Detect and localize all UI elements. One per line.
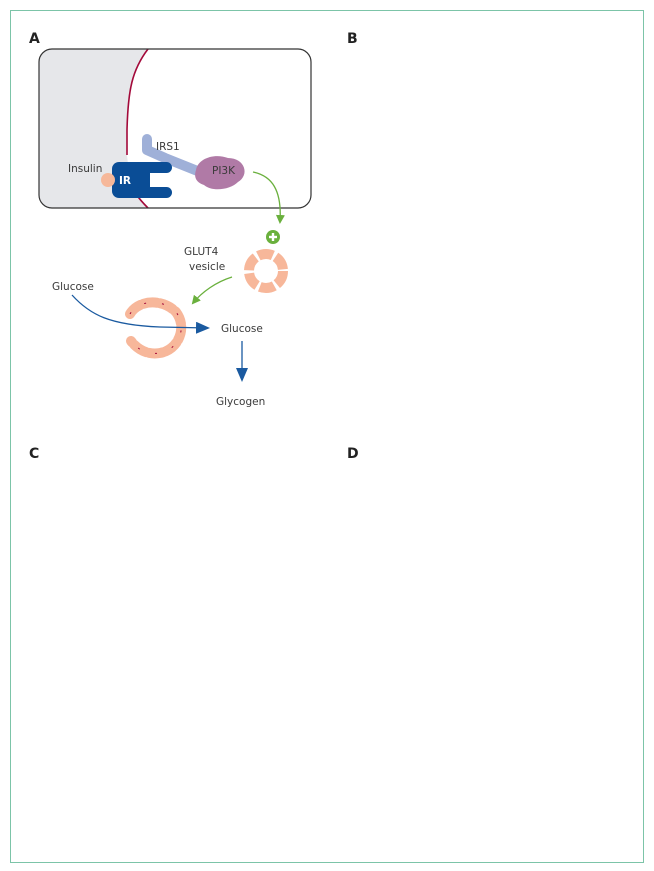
insulin-label: Insulin	[68, 163, 102, 175]
glut4-fused	[125, 297, 187, 359]
irs1-label: IRS1	[156, 141, 180, 153]
cell-membrane	[126, 48, 149, 155]
ir-label: IR	[119, 175, 131, 187]
panel-letter: A	[29, 31, 40, 47]
panel-b: B	[347, 31, 358, 47]
translocation-arrow	[191, 276, 233, 305]
pi3k-label: PI3K	[212, 165, 236, 177]
glucose-outside-label: Glucose	[52, 281, 94, 293]
panel-d: D	[347, 446, 359, 462]
outer-frame	[10, 10, 644, 863]
pi3k-protein	[195, 156, 245, 190]
glucose-transport-arrow	[71, 294, 210, 334]
panel-c: C	[29, 446, 39, 462]
irs1-protein	[142, 134, 220, 183]
activation-arrow	[252, 171, 285, 224]
plus-icon	[266, 230, 280, 244]
glucose-inside-label: Glucose	[221, 323, 263, 335]
glycogen-label: Glycogen	[216, 396, 265, 408]
panel-a: A IRS1 PI3K IR Insulin	[29, 31, 312, 408]
glut4-label-line1: GLUT4	[184, 246, 219, 258]
panel-letter: C	[29, 446, 39, 462]
glut4-vesicle	[244, 249, 288, 293]
panel-letter: B	[347, 31, 358, 47]
insulin-molecule	[101, 173, 115, 187]
insulin-receptor	[112, 162, 172, 198]
panel-border	[38, 48, 312, 209]
panel-letter: D	[347, 446, 359, 462]
glut4-label-line2: vesicle	[189, 261, 225, 273]
